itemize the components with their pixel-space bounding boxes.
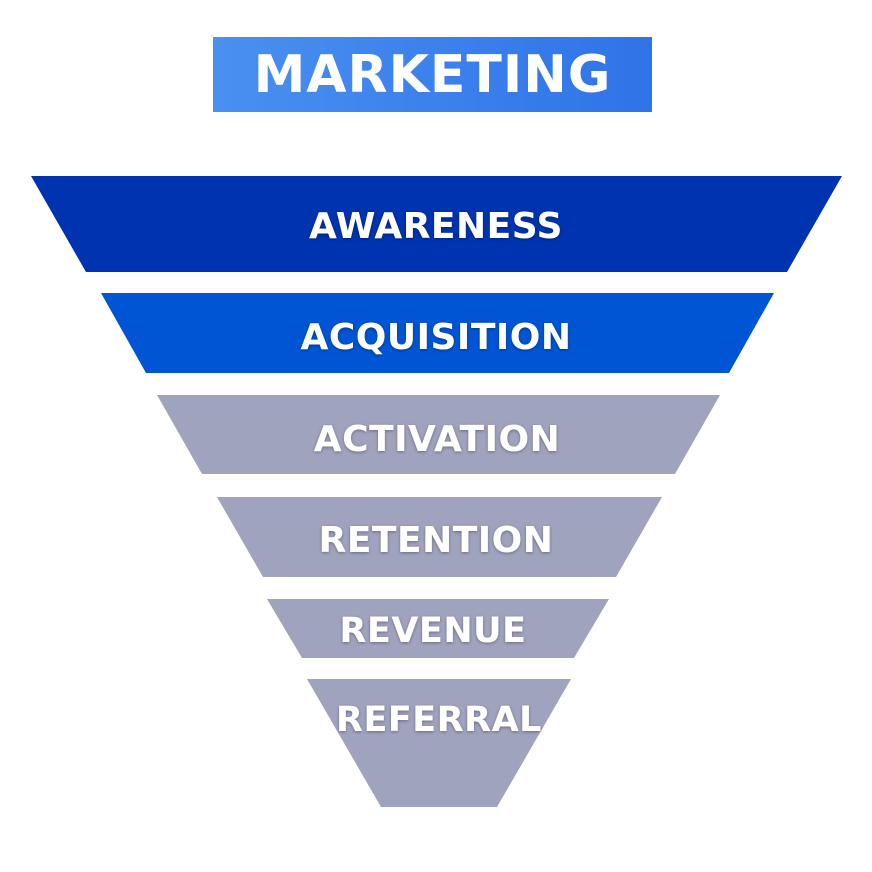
diagram-title: MARKETING: [253, 44, 612, 105]
funnel-stage-retention-shape: [217, 497, 662, 577]
funnel-stage-activation-label: ACTIVATION: [314, 419, 560, 460]
funnel-stage-revenue-label: REVENUE: [340, 611, 527, 651]
funnel-stage-awareness-shape: [31, 176, 842, 272]
funnel-stage-revenue: REVENUE: [267, 599, 609, 658]
funnel-stage-awareness: AWARENESS: [31, 176, 842, 272]
funnel-stage-acquisition-shape: [101, 293, 774, 373]
funnel-stage-acquisition-label: ACQUISITION: [300, 317, 571, 358]
funnel-stage-retention-label: RETENTION: [319, 520, 554, 561]
funnel-stage-activation: ACTIVATION: [157, 395, 720, 474]
funnel-stage-revenue-shape: [267, 599, 609, 658]
funnel-stage-referral: REFERRAL: [307, 679, 571, 807]
funnel-stage-referral-label: REFERRAL: [336, 700, 542, 740]
title-banner: MARKETING: [213, 37, 652, 112]
funnel-stage-referral-shape: [307, 679, 571, 807]
funnel-stage-activation-shape: [157, 395, 720, 474]
funnel-stage-retention: RETENTION: [217, 497, 662, 577]
funnel-stage-awareness-label: AWARENESS: [309, 206, 563, 247]
funnel-stage-acquisition: ACQUISITION: [101, 293, 774, 373]
